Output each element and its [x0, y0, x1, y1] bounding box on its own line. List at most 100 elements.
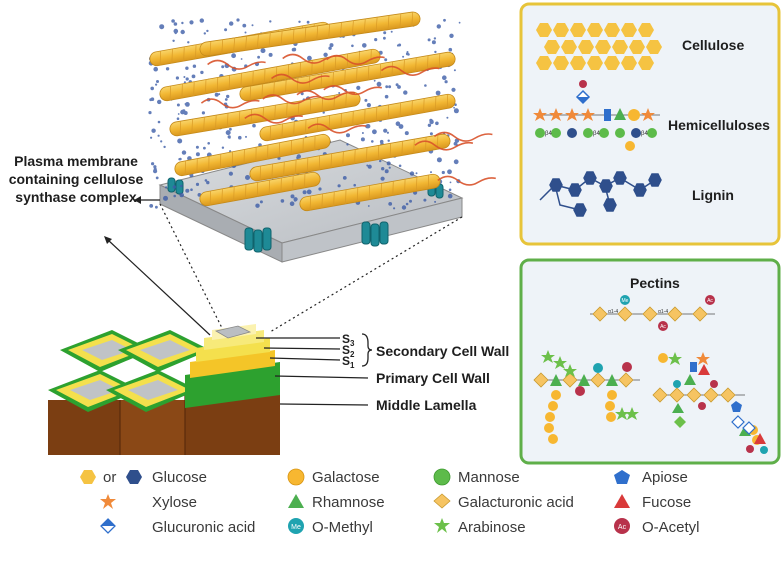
lignin-dot [204, 179, 208, 182]
lignin-dot [427, 123, 432, 128]
primary-cell-wall-label: Primary Cell Wall [376, 370, 490, 386]
middle-lamella-label: Middle Lamella [376, 397, 477, 413]
lignin-dot [183, 111, 188, 115]
lignin-dot [231, 53, 237, 59]
lignin-dot [433, 37, 437, 40]
lignin-dot [356, 85, 361, 90]
lignin-dot [177, 113, 180, 115]
legend-apiose: Apiose [642, 469, 688, 486]
lignin-dot [185, 102, 190, 107]
lignin-dot [192, 64, 197, 68]
lignin-dot [390, 30, 393, 33]
hemicelluloses-label: Hemicelluloses [668, 117, 770, 133]
lignin-dot [353, 183, 357, 187]
lignin-dot [177, 138, 183, 144]
lignin-dot [434, 50, 437, 54]
lignin-dot [289, 201, 295, 206]
cellulose-microfibrils [149, 11, 456, 212]
legend-galacturonic-acid: Galacturonic acid [458, 494, 574, 511]
lignin-dot [373, 79, 376, 82]
s3-label: S3 [342, 332, 355, 348]
hemicellulose-strand [323, 85, 382, 96]
s1-label: S1 [342, 354, 355, 370]
lamella-pointer [279, 403, 369, 406]
lignin-dot [434, 200, 437, 203]
legend-xylose: Xylose [152, 494, 197, 511]
lignin-dot [296, 154, 301, 159]
lignin-dot [225, 130, 231, 136]
lignin-dot [165, 186, 168, 189]
lignin-dot [364, 98, 368, 102]
lignin-dot [173, 194, 176, 198]
lignin-dot [149, 204, 154, 208]
legend-o-methyl: O-Methyl [312, 519, 373, 536]
lignin-dot [150, 86, 154, 91]
lignin-dot [224, 28, 228, 32]
lignin-dot [441, 170, 445, 175]
lignin-dot [443, 18, 446, 22]
legend-fucose: Fucose [642, 494, 691, 511]
lignin-dot [259, 200, 263, 204]
linkage-a1-4: α1-4 [608, 309, 618, 315]
lignin-dot [159, 24, 165, 30]
homogalacturonan-icon: Me Ac Ac α1-4 α1-4 [590, 295, 715, 331]
lignin-dot [240, 58, 243, 60]
hemicellulose-strand [271, 73, 330, 84]
lignin-dot [221, 146, 225, 149]
lignin-dot [337, 184, 341, 188]
lignin-dot [155, 176, 159, 180]
lignin-dot [175, 76, 179, 80]
lignin-dot [163, 195, 168, 201]
lignin-dot [242, 23, 247, 28]
lignin-dot [244, 31, 247, 34]
lignin-dot [429, 119, 434, 125]
lignin-dot [362, 43, 367, 48]
lignin-dot [329, 43, 334, 48]
lignin-dot [387, 139, 390, 142]
lignin-dot [238, 135, 242, 140]
lignin-dot [224, 98, 228, 101]
lignin-dot [449, 181, 452, 184]
linkage-b4: β4 [545, 131, 552, 137]
lignin-dot [446, 116, 449, 119]
lignin-dot [351, 44, 354, 48]
glucose-blue-icon [126, 470, 142, 484]
lignin-dot [383, 128, 388, 133]
hemicellulose-strand [433, 131, 493, 142]
microfibril [299, 173, 441, 212]
lignin-dot [185, 77, 189, 81]
lignin-dot [366, 103, 371, 108]
lignin-dot [157, 134, 160, 137]
lignin-dot [153, 66, 158, 72]
lignin-dot [173, 22, 178, 26]
lignin-dot [360, 137, 365, 142]
lignin-dot [228, 171, 233, 176]
lignin-dot [431, 40, 436, 45]
microfibril [174, 133, 331, 177]
microfibril-block [148, 11, 496, 263]
lignin-dot [388, 202, 393, 206]
lignin-dot [221, 65, 225, 69]
lignin-dot [179, 157, 182, 161]
lignin-dot [229, 21, 234, 26]
lignin-dot [401, 205, 407, 210]
apiose-icon [614, 470, 630, 484]
lignin-dot [453, 108, 459, 114]
lignin-dot [151, 162, 155, 166]
s1-pointer [269, 357, 341, 361]
rhamnose-icon [288, 494, 304, 508]
lignin-dot [180, 29, 185, 35]
lignin-dot [409, 199, 412, 203]
lignin-dot [189, 20, 194, 25]
lignin-dot [306, 20, 310, 24]
lignin-dot [458, 21, 461, 24]
lignin-dot [379, 159, 382, 163]
legend-or: or [103, 469, 116, 486]
lignin-dot [229, 127, 232, 131]
cellulose-icon [536, 23, 662, 70]
lignin-dot [290, 194, 295, 199]
pectins-panel-frame [519, 258, 781, 465]
lignin-dot [447, 193, 453, 199]
lignin-dot [388, 85, 392, 89]
